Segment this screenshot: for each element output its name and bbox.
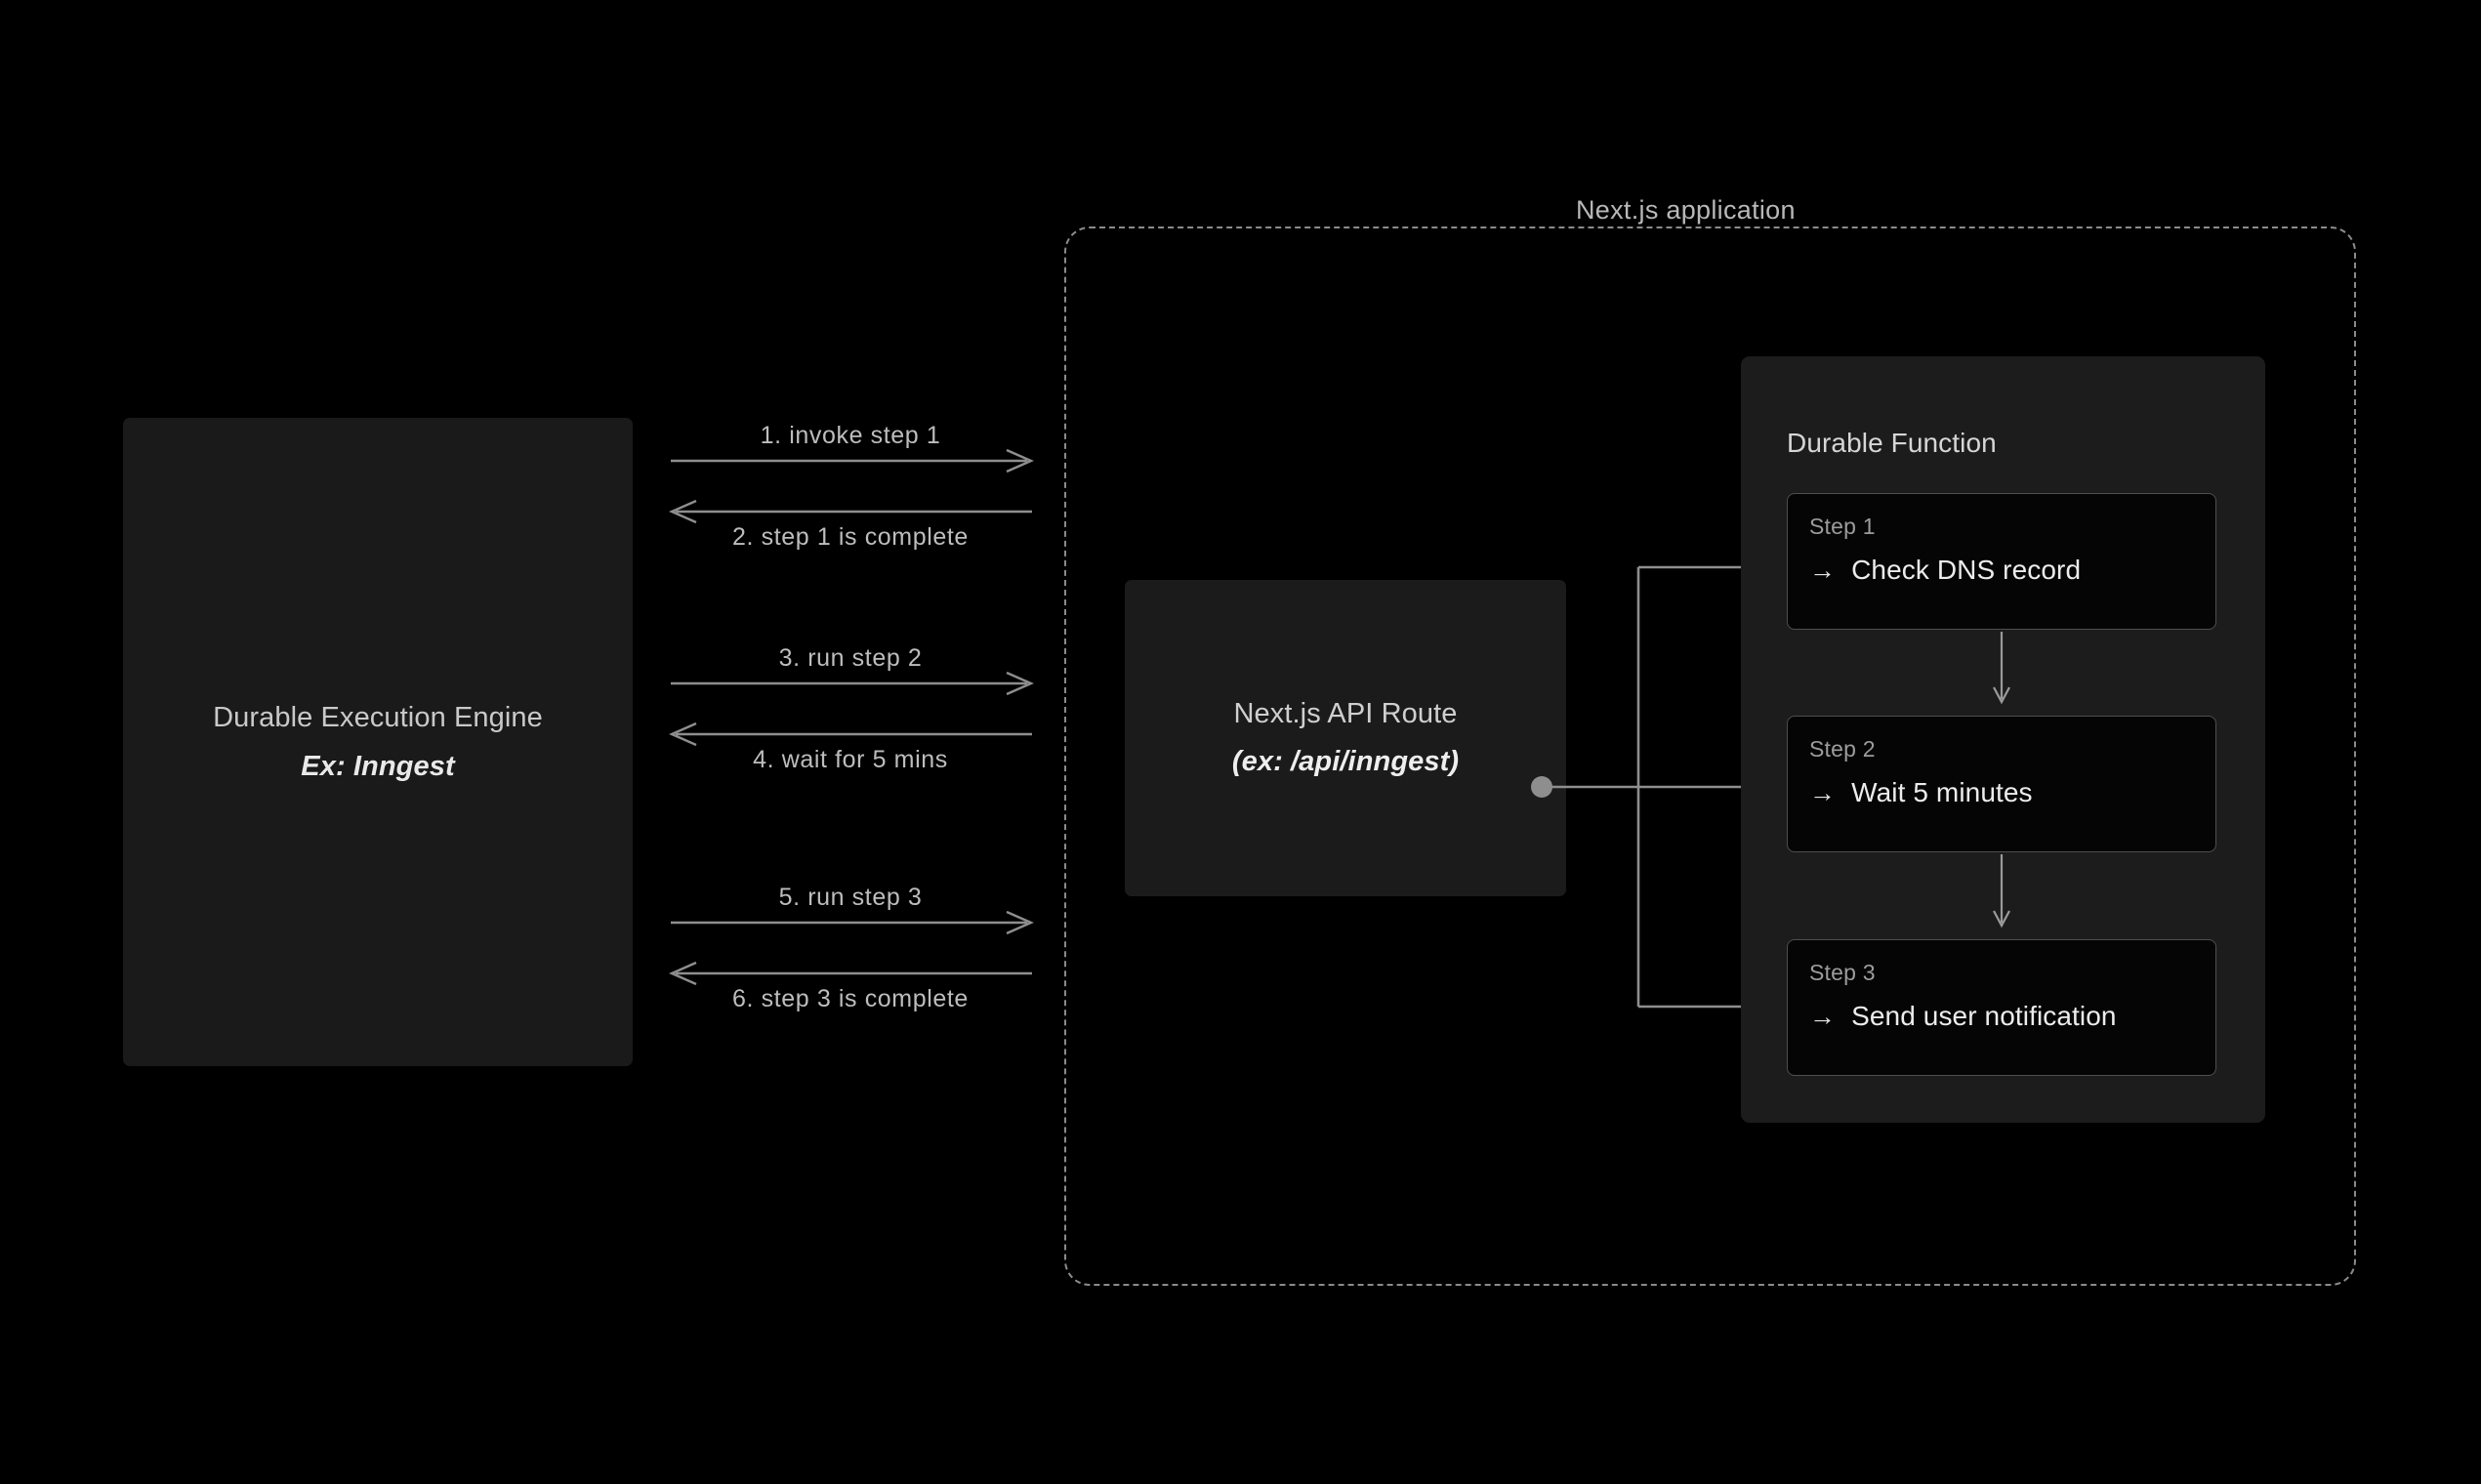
step-box-3: Step 3 → Send user notification	[1787, 939, 2216, 1076]
arrow-left-icon	[669, 499, 1032, 524]
arrow-right-icon	[671, 910, 1034, 935]
nextjs-application-frame	[1064, 227, 2356, 1286]
message-label-4: 4. wait for 5 mins	[753, 746, 948, 773]
step-2-body: → Wait 5 minutes	[1809, 777, 2033, 808]
engine-title: Durable Execution Engine	[213, 701, 543, 733]
step-3-kicker: Step 3	[1809, 960, 1876, 985]
step-2-kicker: Step 2	[1809, 736, 1876, 762]
message-label-2: 2. step 1 is complete	[732, 523, 969, 551]
message-arrow-5: 5. run step 3	[670, 884, 1034, 935]
message-arrow-4: 4. wait for 5 mins	[669, 721, 1032, 773]
arrow-left-icon	[669, 961, 1032, 986]
step-box-2: Step 2 → Wait 5 minutes	[1787, 716, 2216, 852]
message-label-3: 3. run step 2	[778, 644, 923, 672]
api-route-title: Next.js API Route	[1233, 697, 1458, 729]
step-box-1: Step 1 → Check DNS record	[1787, 493, 2216, 630]
step-1-body: → Check DNS record	[1809, 555, 2081, 586]
message-label-6: 6. step 3 is complete	[732, 985, 969, 1012]
step-1-kicker: Step 1	[1809, 514, 1876, 539]
message-label-1: 1. invoke step 1	[760, 422, 941, 449]
api-route-subtitle: (ex: /api/inngest)	[1231, 746, 1460, 777]
step-2-label: Wait 5 minutes	[1851, 777, 2033, 807]
engine-subtitle: Ex: Inngest	[301, 751, 455, 782]
step-3-label: Send user notification	[1851, 1001, 2117, 1031]
arrow-right-icon: →	[1809, 1001, 1837, 1031]
arrow-left-icon	[669, 721, 1032, 747]
message-arrow-6: 6. step 3 is complete	[669, 961, 1032, 1012]
durable-function-title: Durable Function	[1787, 428, 1997, 458]
nextjs-api-route-box: Next.js API Route (ex: /api/inngest)	[1125, 580, 1566, 896]
arrow-right-icon: →	[1809, 777, 1837, 807]
arrow-right-icon: →	[1809, 555, 1837, 585]
message-arrow-3: 3. run step 2	[670, 644, 1034, 696]
step-3-body: → Send user notification	[1809, 1001, 2117, 1032]
message-arrow-2: 2. step 1 is complete	[669, 499, 1032, 551]
arrow-right-icon	[671, 671, 1034, 696]
durable-execution-engine-box: Durable Execution Engine Ex: Inngest	[123, 418, 633, 1066]
arrow-right-icon	[671, 448, 1034, 474]
nextjs-application-label: Next.js application	[1554, 195, 1817, 226]
step-1-label: Check DNS record	[1851, 555, 2082, 585]
message-label-5: 5. run step 3	[778, 884, 923, 911]
message-arrow-1: 1. invoke step 1	[670, 422, 1034, 474]
